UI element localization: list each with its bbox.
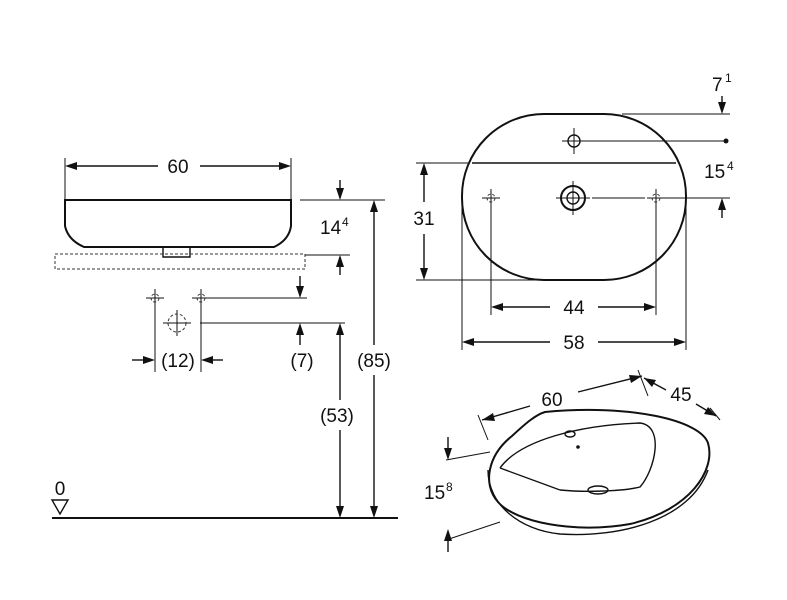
front-width-label: 60	[167, 157, 188, 178]
countertop-dashed	[54, 253, 306, 270]
tap-cross-center	[163, 310, 191, 336]
hole-offset-dimension: 15 4	[704, 159, 734, 218]
front-view: 60 14 4	[50, 154, 398, 519]
tap-spacing-dimension: (12)	[132, 305, 223, 372]
hole-offset-sup: 4	[727, 159, 734, 173]
tap-symbols	[146, 289, 345, 336]
basin-top-outline	[461, 113, 687, 281]
floor-line: 0	[50, 479, 398, 519]
iso-height-sup: 8	[446, 480, 453, 494]
iso-drain	[587, 485, 609, 495]
outer-width-dimension: 58	[461, 200, 687, 354]
tap-height-dimension: (53)	[320, 323, 354, 518]
basin-iso-base	[487, 469, 709, 536]
rim-height-label: 14	[320, 218, 342, 239]
top-view: 7 1 15 4 31 44	[413, 71, 734, 354]
rim-height-sup: 4	[342, 215, 349, 229]
tap-offset-dimension: (7)	[290, 276, 314, 372]
inner-width-dimension: 44	[490, 205, 657, 319]
basin-front-outline	[64, 199, 292, 248]
depth-dimension: 31	[413, 162, 570, 281]
depth-label: 31	[413, 209, 434, 230]
inner-width-label: 44	[563, 298, 585, 319]
basin-iso-outline	[488, 408, 711, 529]
basin-iso-bowl	[499, 422, 656, 492]
tap-height-label: (53)	[320, 406, 354, 427]
hole-offset-label: 15	[704, 162, 725, 183]
total-height-dimension: (85)	[357, 200, 391, 518]
tap-hole	[562, 128, 729, 154]
drain-outlet	[162, 247, 191, 258]
iso-width-dimension: 45	[643, 377, 721, 421]
front-width-dimension: 60	[64, 154, 292, 200]
rim-offset-sup: 1	[725, 71, 732, 85]
total-height-label: (85)	[357, 351, 391, 372]
tap-cross-left	[146, 289, 164, 307]
tap-cross-right	[192, 289, 210, 307]
iso-width-label: 45	[670, 385, 691, 406]
top-tap-cross-right	[647, 189, 665, 207]
top-tap-cross-left	[482, 189, 500, 207]
outer-width-label: 58	[563, 333, 584, 354]
rim-offset-label: 7	[712, 75, 723, 96]
tap-spacing-label: (12)	[161, 351, 195, 372]
rim-offset-dimension: 7 1	[622, 71, 732, 115]
iso-view: 60 45 15 8	[424, 369, 721, 552]
drain-hole	[556, 181, 590, 215]
iso-length-dimension: 60	[477, 369, 649, 441]
tap-offset-label: (7)	[290, 351, 313, 372]
iso-tap-hole	[564, 430, 576, 438]
iso-height-label: 15	[424, 483, 445, 504]
iso-height-dimension: 15 8	[424, 437, 501, 552]
iso-length-label: 60	[541, 390, 562, 411]
rim-height-dimension: 14 4	[300, 180, 385, 275]
floor-level-label: 0	[55, 479, 66, 500]
